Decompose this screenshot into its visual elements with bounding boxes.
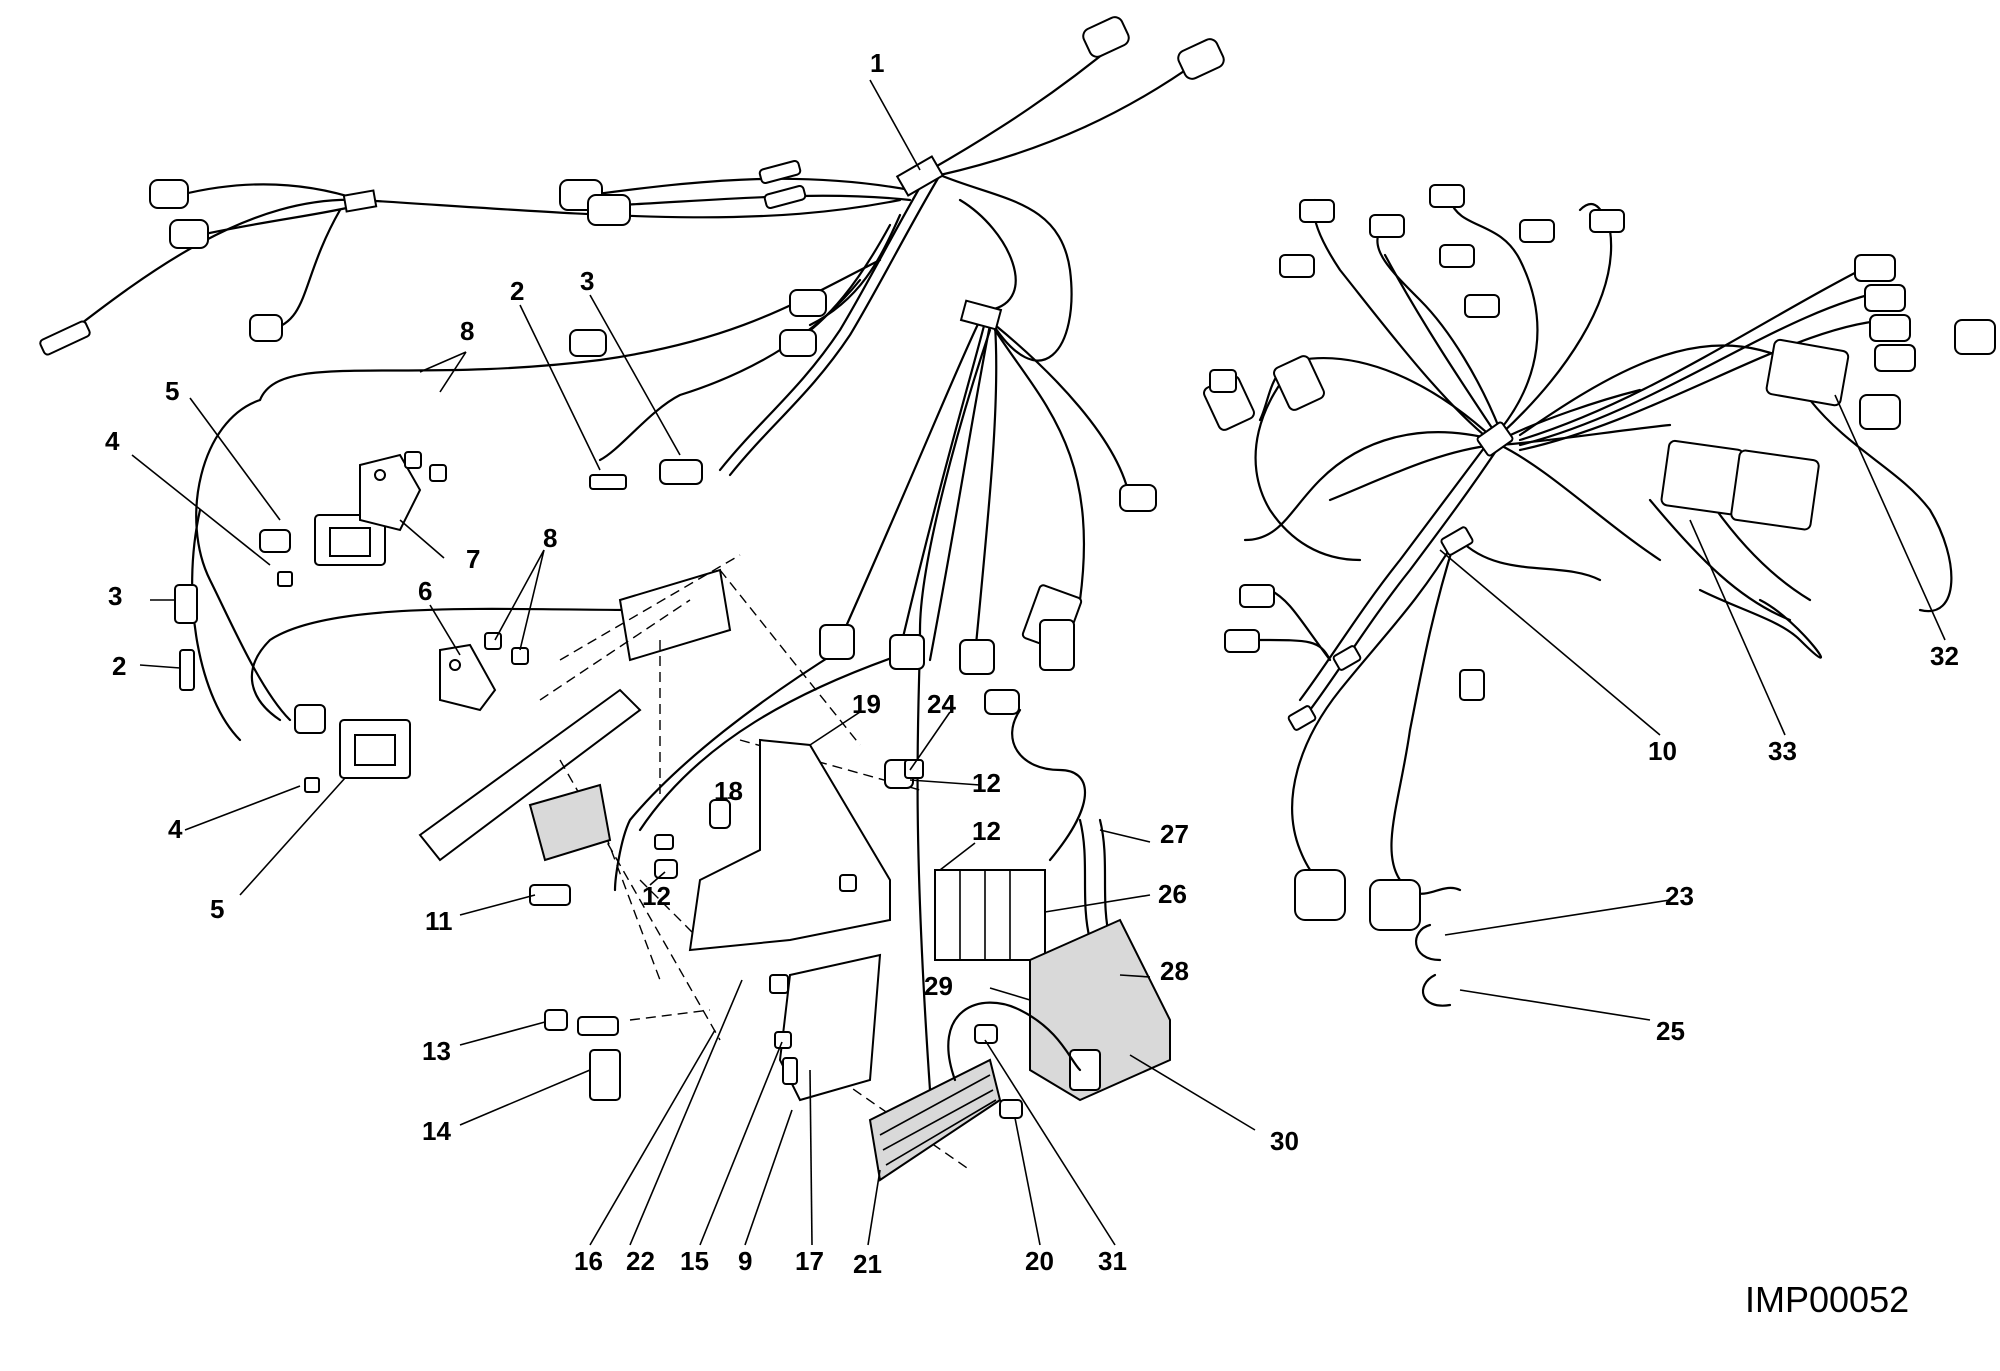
- callout-11: 11: [425, 906, 453, 936]
- callout-27: 27: [1160, 819, 1189, 849]
- callout-28: 28: [1160, 956, 1189, 986]
- callout-4-lower: 4: [168, 814, 183, 844]
- callout-21: 21: [853, 1249, 882, 1279]
- drawing-code: IMP00052: [1745, 1279, 1909, 1320]
- callout-13: 13: [422, 1036, 451, 1066]
- callout-6: 6: [418, 576, 432, 606]
- callout-24: 24: [927, 689, 956, 719]
- callout-19: 19: [852, 689, 881, 719]
- frame-reference: [418, 554, 971, 1171]
- callout-10: 10: [1648, 736, 1677, 766]
- callout-30: 30: [1270, 1126, 1299, 1156]
- callout-3-lower: 3: [108, 581, 122, 611]
- callout-8-lower: 8: [543, 523, 557, 553]
- callout-17: 17: [795, 1246, 824, 1276]
- left-components: [174, 451, 703, 793]
- callout-16: 16: [574, 1246, 603, 1276]
- callout-20: 20: [1025, 1246, 1054, 1276]
- callout-33: 33: [1768, 736, 1797, 766]
- callout-26: 26: [1158, 879, 1187, 909]
- callout-9: 9: [738, 1246, 752, 1276]
- center-components: [529, 619, 1171, 1182]
- callout-5-lower: 5: [210, 894, 224, 924]
- callout-12-a: 12: [972, 768, 1001, 798]
- callout-3-upper: 3: [580, 266, 594, 296]
- callout-labels: 1 2 2 3 3 4 4 5 5 6 7 8 8 9 10 11 12 12 …: [105, 48, 1959, 1279]
- secondary-wiring-harness: [1203, 184, 1996, 1007]
- callout-2-lower: 2: [112, 651, 126, 681]
- callout-32: 32: [1930, 641, 1959, 671]
- callout-1: 1: [870, 48, 884, 78]
- callout-5-upper: 5: [165, 376, 179, 406]
- callout-25: 25: [1656, 1016, 1685, 1046]
- callout-8-upper: 8: [460, 316, 474, 346]
- callout-12-c: 12: [642, 881, 671, 911]
- callout-14: 14: [422, 1116, 451, 1146]
- callout-15: 15: [680, 1246, 709, 1276]
- callout-31: 31: [1098, 1246, 1127, 1276]
- callout-18: 18: [714, 776, 743, 806]
- leader-lines: [131, 79, 1946, 1246]
- callout-29: 29: [924, 971, 953, 1001]
- callout-12-b: 12: [972, 816, 1001, 846]
- callout-4-upper: 4: [105, 426, 120, 456]
- callout-2-upper: 2: [510, 276, 524, 306]
- callout-23: 23: [1665, 881, 1694, 911]
- main-wiring-harness: [39, 16, 1225, 1092]
- callout-22: 22: [626, 1246, 655, 1276]
- callout-7: 7: [466, 544, 480, 574]
